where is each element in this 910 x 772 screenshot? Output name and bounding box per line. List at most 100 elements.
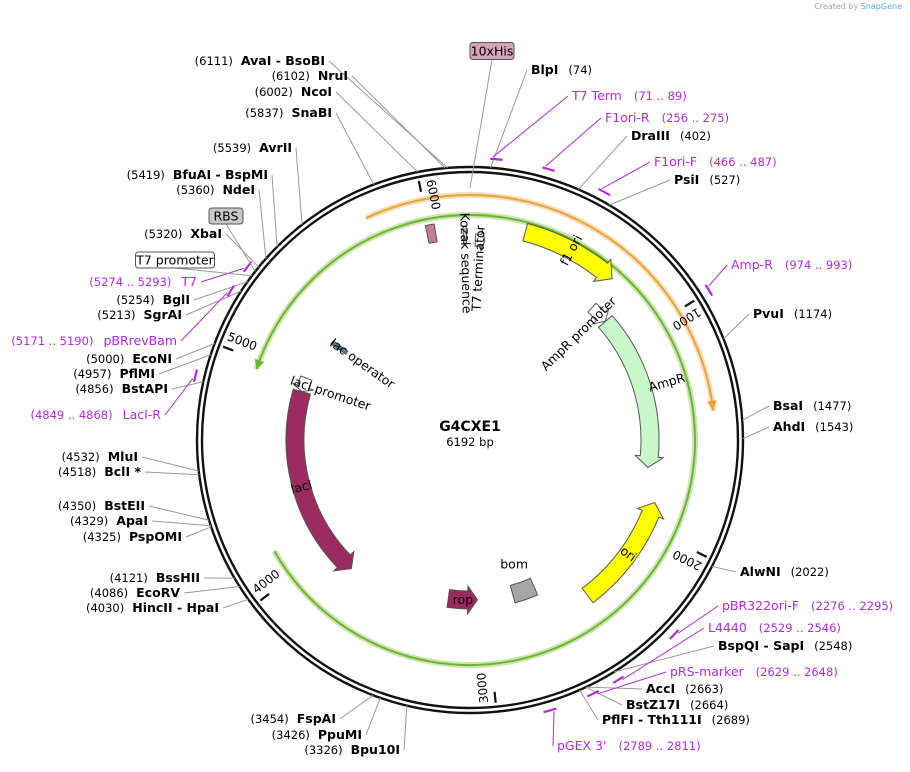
site-bgli: BglI(5254) [116, 281, 248, 307]
site-position: (5213) [97, 308, 135, 322]
site-name: NcoI [301, 84, 332, 99]
feature-label: Kozak sequence [457, 212, 475, 314]
site-name: BfuAI - BspMI [173, 167, 268, 182]
site-sgrai: SgrAI (5213) [97, 290, 242, 322]
snapgene-credit: Created by SnapGene [814, 2, 902, 11]
orf-arc [365, 194, 715, 411]
site-position: (5360) [176, 183, 214, 197]
primer-range: (2789 .. 2811) [618, 739, 700, 753]
boxed-leader [469, 59, 493, 189]
site-bspqi-sapi: BspQI - SapI(2548) [613, 638, 852, 673]
tick-mark [684, 299, 695, 308]
snapgene-brand: SnapGene [860, 2, 902, 11]
site-pflfi-tth111i: PflFI - Tth111I(2689) [579, 689, 750, 727]
site-leader [335, 91, 419, 173]
primer-name: pGEX 3' [557, 738, 606, 753]
site-leader [158, 354, 211, 375]
site-position: (3426) [272, 728, 310, 742]
primer-pbr322ori-f: pBR322ori-F(2276 .. 2295) [669, 598, 893, 640]
site-bcli: BclI *(4518) [58, 464, 200, 479]
site-position: (4086) [90, 586, 128, 600]
orf-arrowhead [254, 358, 265, 370]
site-position: (3326) [304, 743, 342, 757]
site-leader [711, 565, 737, 573]
feature-kozak-sequence: Kozak sequence [457, 212, 475, 314]
feature-shape [292, 375, 314, 392]
feature-marker [424, 223, 438, 244]
site-name: BlpI [531, 62, 558, 77]
feature-label: bom [500, 556, 528, 571]
primer-leader [622, 627, 705, 681]
site-name: AhdI [773, 419, 805, 434]
site-leader [742, 426, 770, 440]
site-leader [577, 135, 628, 190]
feature-shape [446, 584, 479, 616]
site-position: (2022) [791, 565, 829, 579]
site-name: SnaBI [291, 105, 332, 120]
boxed-leader [225, 223, 256, 272]
site-position: (4350) [58, 499, 96, 513]
site-name: BstAPI [122, 381, 168, 396]
primer-name: T7 Term [571, 88, 622, 103]
site-leader [403, 705, 408, 751]
primer-arc [612, 675, 625, 684]
primer-f1ori-r: F1ori-R(256 .. 275) [542, 110, 729, 173]
primer-arc [543, 707, 557, 714]
orf-layer [253, 192, 717, 668]
site-name: BclI * [104, 464, 141, 479]
site-bsteii: BstEII(4350) [58, 498, 210, 521]
primer-name: LacI-R [123, 407, 162, 422]
primer-arc [597, 187, 611, 197]
site-name: FspAI [297, 711, 336, 726]
site-name: AvaI - BsoBI [241, 53, 325, 68]
primer-leader [708, 264, 728, 287]
boxed-label-t7-promoter: T7 promoter [135, 251, 252, 277]
site-position: (4329) [70, 514, 108, 528]
site-name: EcoNI [132, 351, 172, 366]
primer-leader [545, 117, 602, 167]
feature-shape [285, 388, 355, 572]
plasmid-length: 6192 bp [446, 435, 494, 449]
primer-range: (974 .. 993) [785, 258, 853, 272]
site-leader [222, 598, 249, 609]
credit-prefix: Created by [814, 2, 859, 11]
primer-leader [492, 95, 569, 158]
site-position: (5837) [245, 106, 283, 120]
site-name: AvrII [259, 140, 292, 155]
tick-mark [696, 551, 708, 558]
tick-mark [493, 691, 497, 703]
primer-arc [542, 166, 555, 173]
primer-leader [200, 267, 244, 283]
feature-shape [424, 223, 438, 244]
site-name: PsiI [674, 172, 699, 187]
site-leader [335, 112, 375, 185]
site-name: PflFI - Tth111I [602, 712, 702, 727]
site-hincii-hpai: HincII - HpaI(4030) [86, 598, 249, 615]
tick-label: 4000 [250, 567, 283, 597]
site-position: (4030) [86, 601, 124, 615]
site-position: (4532) [61, 450, 99, 464]
site-name: SgrAI [144, 307, 182, 322]
feature-shape [462, 225, 468, 245]
site-leader [585, 686, 623, 706]
feature-shape [587, 302, 610, 325]
primer-leader [552, 711, 555, 747]
tick-label: 2000 [670, 547, 704, 573]
site-position: (4856) [75, 382, 113, 396]
primer-range: (4849 .. 4868) [30, 408, 112, 422]
site-leader [185, 290, 242, 316]
primer-arc [242, 261, 253, 273]
site-bfuai-bspmi: BfuAI - BspMI(5419) [127, 167, 278, 247]
site-leader [295, 147, 303, 225]
site-position: (5254) [116, 293, 154, 307]
site-name: ApaI [116, 513, 148, 528]
feature-label: AmpR [647, 370, 687, 395]
site-leader [144, 471, 200, 476]
primer-laci-r: LacI-R (4849 .. 4868) [30, 369, 199, 422]
primer-leader [164, 378, 194, 416]
site-nrui: NruI(6102) [272, 68, 446, 169]
site-position: (1174) [794, 307, 832, 321]
site-pspomi: PspOMI(4325) [83, 526, 212, 544]
site-bstapi: BstAPI (4856) [75, 381, 204, 396]
